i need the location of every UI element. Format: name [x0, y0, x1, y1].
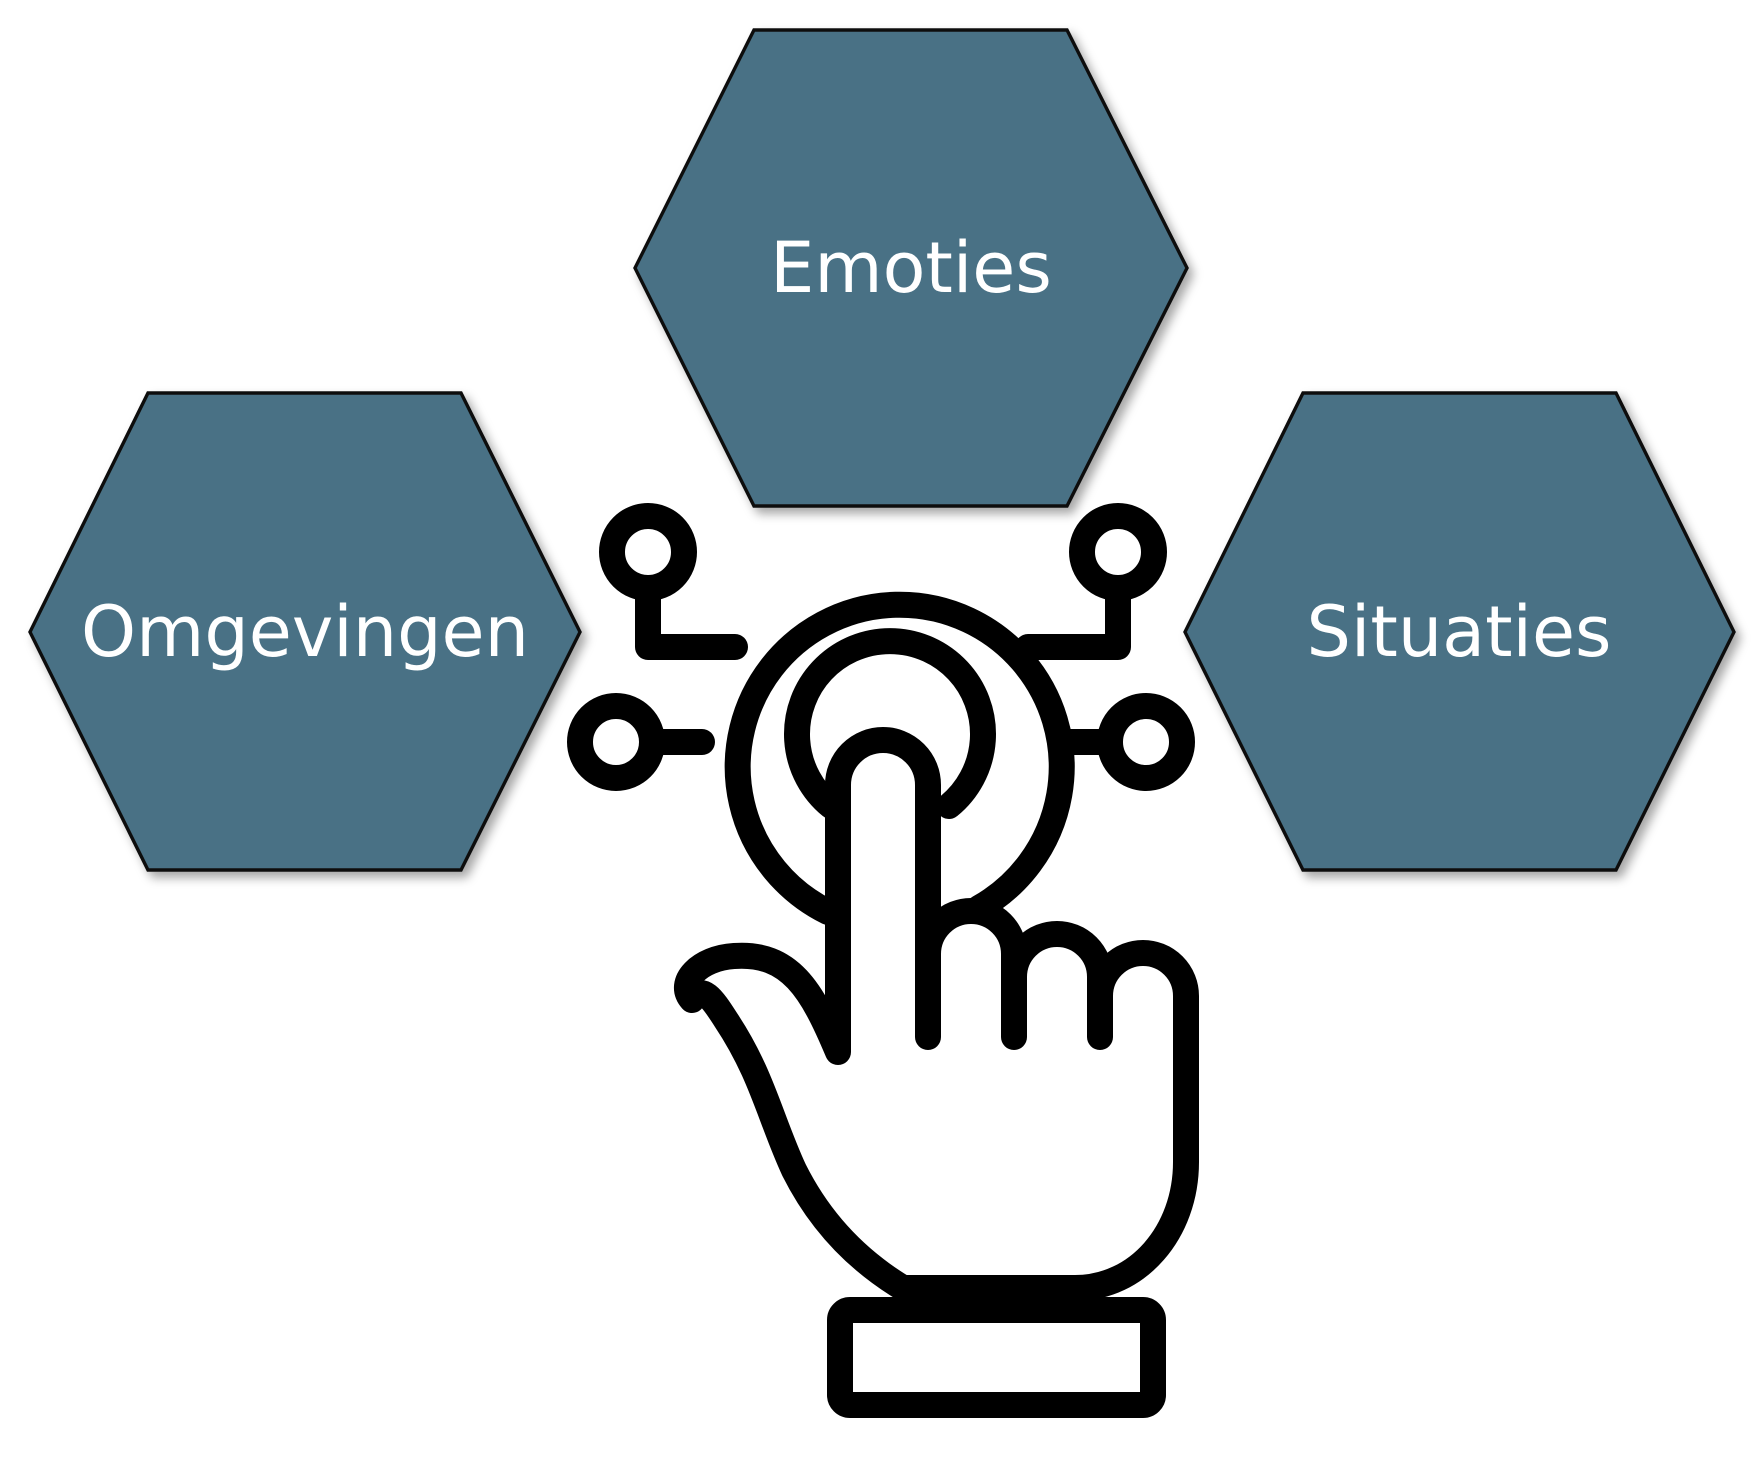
touch-inner-ring [784, 628, 996, 819]
touch-hand-icon [567, 503, 1199, 1418]
touch-outer-ring [724, 591, 1075, 925]
circuit-line-top-left [635, 575, 748, 660]
hexagon-situaties-shape [1183, 391, 1736, 872]
hand-cuff-icon [827, 1297, 1166, 1418]
hexagon-emoties-label: Emoties [770, 227, 1052, 309]
circuit-line-top-right [1015, 575, 1131, 660]
hexagon-omgevingen-shape [28, 391, 582, 872]
hexagon-emoties-shape [633, 28, 1189, 508]
hexagon-situaties: Situaties [1183, 391, 1736, 872]
hexagon-omgevingen-label: Omgevingen [81, 591, 529, 673]
circuit-lines-icon [567, 503, 1195, 791]
hexagon-omgevingen: Omgevingen [28, 391, 582, 872]
hexagon-situaties-label: Situaties [1306, 591, 1611, 673]
hand-icon [674, 727, 1199, 1301]
hexagon-emoties: Emoties [633, 28, 1189, 508]
